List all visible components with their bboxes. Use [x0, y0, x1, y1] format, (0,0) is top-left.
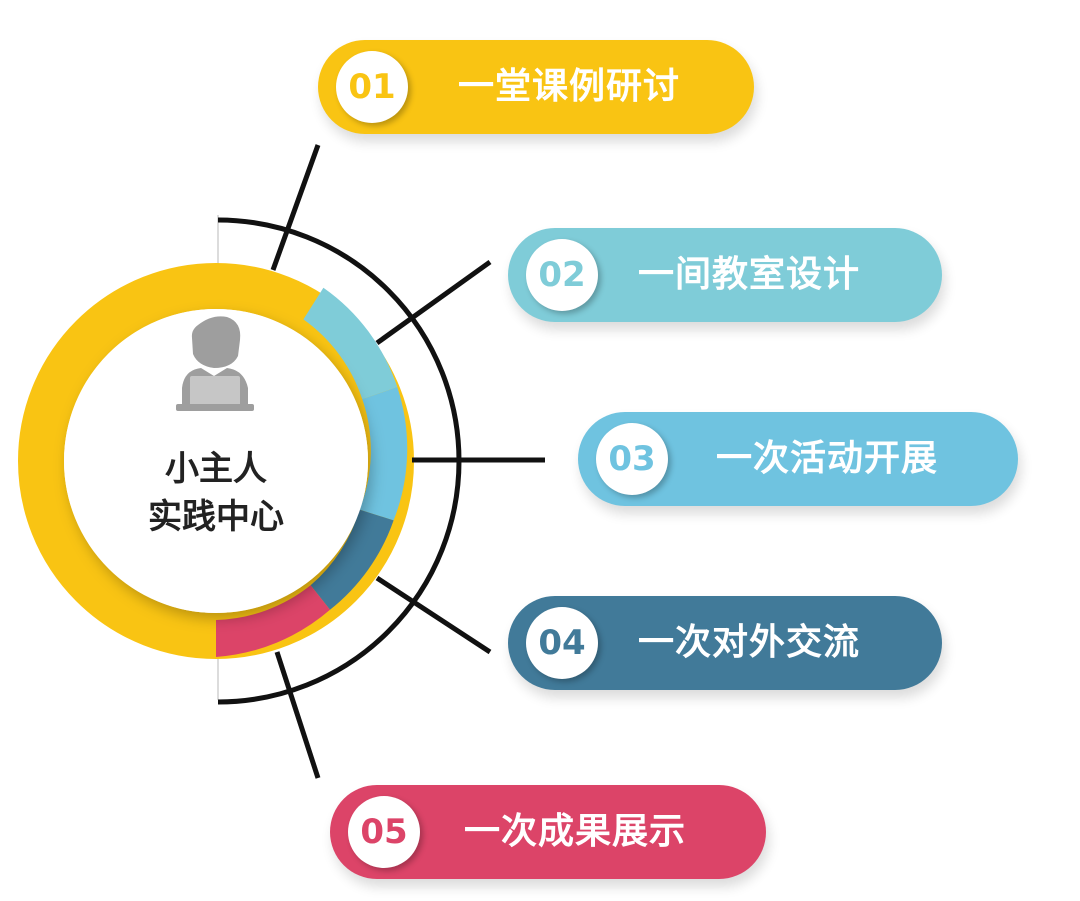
item-number-3: 03 — [596, 423, 668, 495]
item-label-3: 一次活动开展 — [716, 438, 939, 479]
item-label-1: 一堂课例研讨 — [458, 66, 681, 107]
item-number-5: 05 — [348, 796, 420, 868]
connector-line-4 — [375, 575, 492, 655]
item-label-4: 一次对外交流 — [638, 622, 861, 663]
center-circle — [64, 309, 368, 613]
item-pill-3: 03 一次活动开展 — [578, 412, 1018, 506]
center-title-line2: 实践中心 — [148, 497, 284, 537]
connector-line-5 — [274, 651, 321, 779]
item-number-4: 04 — [526, 607, 598, 679]
item-label-2: 一间教室设计 — [638, 254, 861, 295]
item-pill-1: 01 一堂课例研讨 — [318, 40, 754, 134]
item-pill-2: 02 一间教室设计 — [508, 228, 942, 322]
connector-line-1 — [270, 144, 321, 271]
connector-line-2 — [375, 259, 492, 346]
ring-segment-navy — [310, 509, 394, 610]
ring-segment-red — [216, 585, 330, 657]
center-title-line1: 小主人 — [165, 449, 267, 489]
ring-segment-sky — [359, 387, 408, 521]
item-label-5: 一次成果展示 — [464, 811, 687, 852]
item-pill-5: 05 一次成果展示 — [330, 785, 766, 879]
item-number-2: 02 — [526, 239, 598, 311]
item-pill-4: 04 一次对外交流 — [508, 596, 942, 690]
ring-segment-teal — [303, 287, 398, 400]
item-number-1: 01 — [336, 51, 408, 123]
person-laptop-icon — [176, 316, 254, 411]
